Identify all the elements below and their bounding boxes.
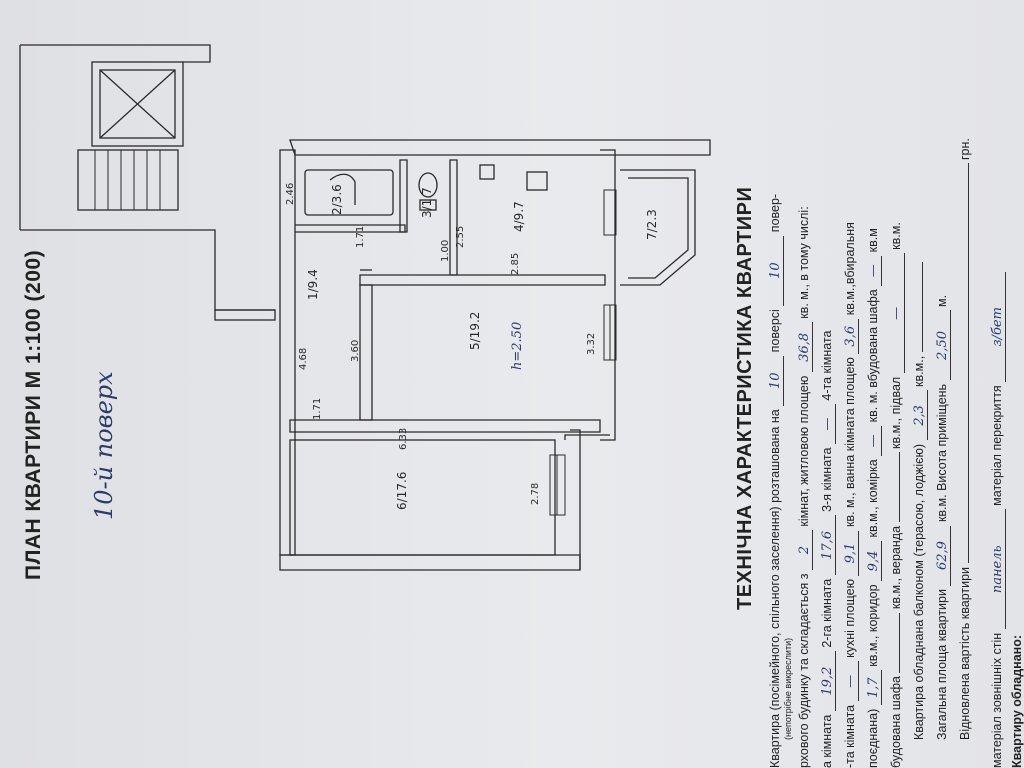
form-line-10: Відновлена вартість квартири грн. xyxy=(958,138,972,740)
form-line-11: матеріал зовнішніх стін панель матеріал … xyxy=(990,271,1006,768)
form-line-8: Квартира обладнана балконом (терасою, ло… xyxy=(912,262,928,740)
dimension-label: 2.78 xyxy=(530,482,541,505)
plan-title: ПЛАН КВАРТИРИ М 1:100 (200) xyxy=(22,249,45,580)
room-2: 2/3.6 xyxy=(330,184,344,215)
dimension-label: 2.55 xyxy=(455,225,466,248)
outer-wall xyxy=(289,139,711,156)
height-note: h=2.50 xyxy=(510,321,525,370)
form-note: (непотрібне викреслити) xyxy=(783,637,793,740)
elevator-shaft xyxy=(99,69,176,139)
dimension-label: 1.71 xyxy=(312,397,323,420)
dimension-label: 4.68 xyxy=(298,347,309,370)
dimension-label: 2.85 xyxy=(510,252,521,275)
room-6: 6/17.6 xyxy=(395,471,409,510)
section-title: ТЕХНІЧНА ХАРАКТЕРИСТИКА КВАРТИРИ xyxy=(734,186,756,610)
room-1: 1/9.4 xyxy=(306,269,320,300)
dimension-label: 3.32 xyxy=(586,332,597,355)
dimension-label: 3.60 xyxy=(350,339,361,362)
bathtub xyxy=(304,169,394,216)
form-line-3: рхового будинку та складається з 2 кімна… xyxy=(797,206,813,768)
form-line-7: будована шафа кв.м., веранда кв.м., підв… xyxy=(889,222,905,768)
dimension-label: 6.33 xyxy=(398,427,409,450)
dimension-label: 2.46 xyxy=(285,182,296,205)
toilet xyxy=(418,172,438,198)
form-line-1: Квартира (посімейного, спільного заселен… xyxy=(768,193,784,768)
floor-note: 10-й поверх xyxy=(90,371,118,520)
room-3: 3/1.7 xyxy=(420,187,434,218)
form-line-12: Квартиру обладнано: xyxy=(1010,635,1024,768)
form-line-5: -та кімната — кухні площею 9,1 кв. м., в… xyxy=(843,222,859,768)
dimension-label: 1.71 xyxy=(355,225,366,248)
room-5: 5/19.2 xyxy=(468,311,482,350)
form-line-6: поєднана) 1,7 кв.м., коридор 9,4 кв.м., … xyxy=(866,228,882,768)
room-4: 4/9.7 xyxy=(512,201,526,232)
room-7: 7/2.3 xyxy=(645,209,659,240)
floor-plan xyxy=(19,44,711,571)
dimension-label: 1.00 xyxy=(440,239,451,262)
form-line-4: а кімната 19,2 2-га кімната 17,6 3-я кім… xyxy=(820,330,836,768)
stove xyxy=(526,171,548,191)
form-line-9: Загальна площа квартири 62,9 кв.м. Висот… xyxy=(935,294,951,740)
